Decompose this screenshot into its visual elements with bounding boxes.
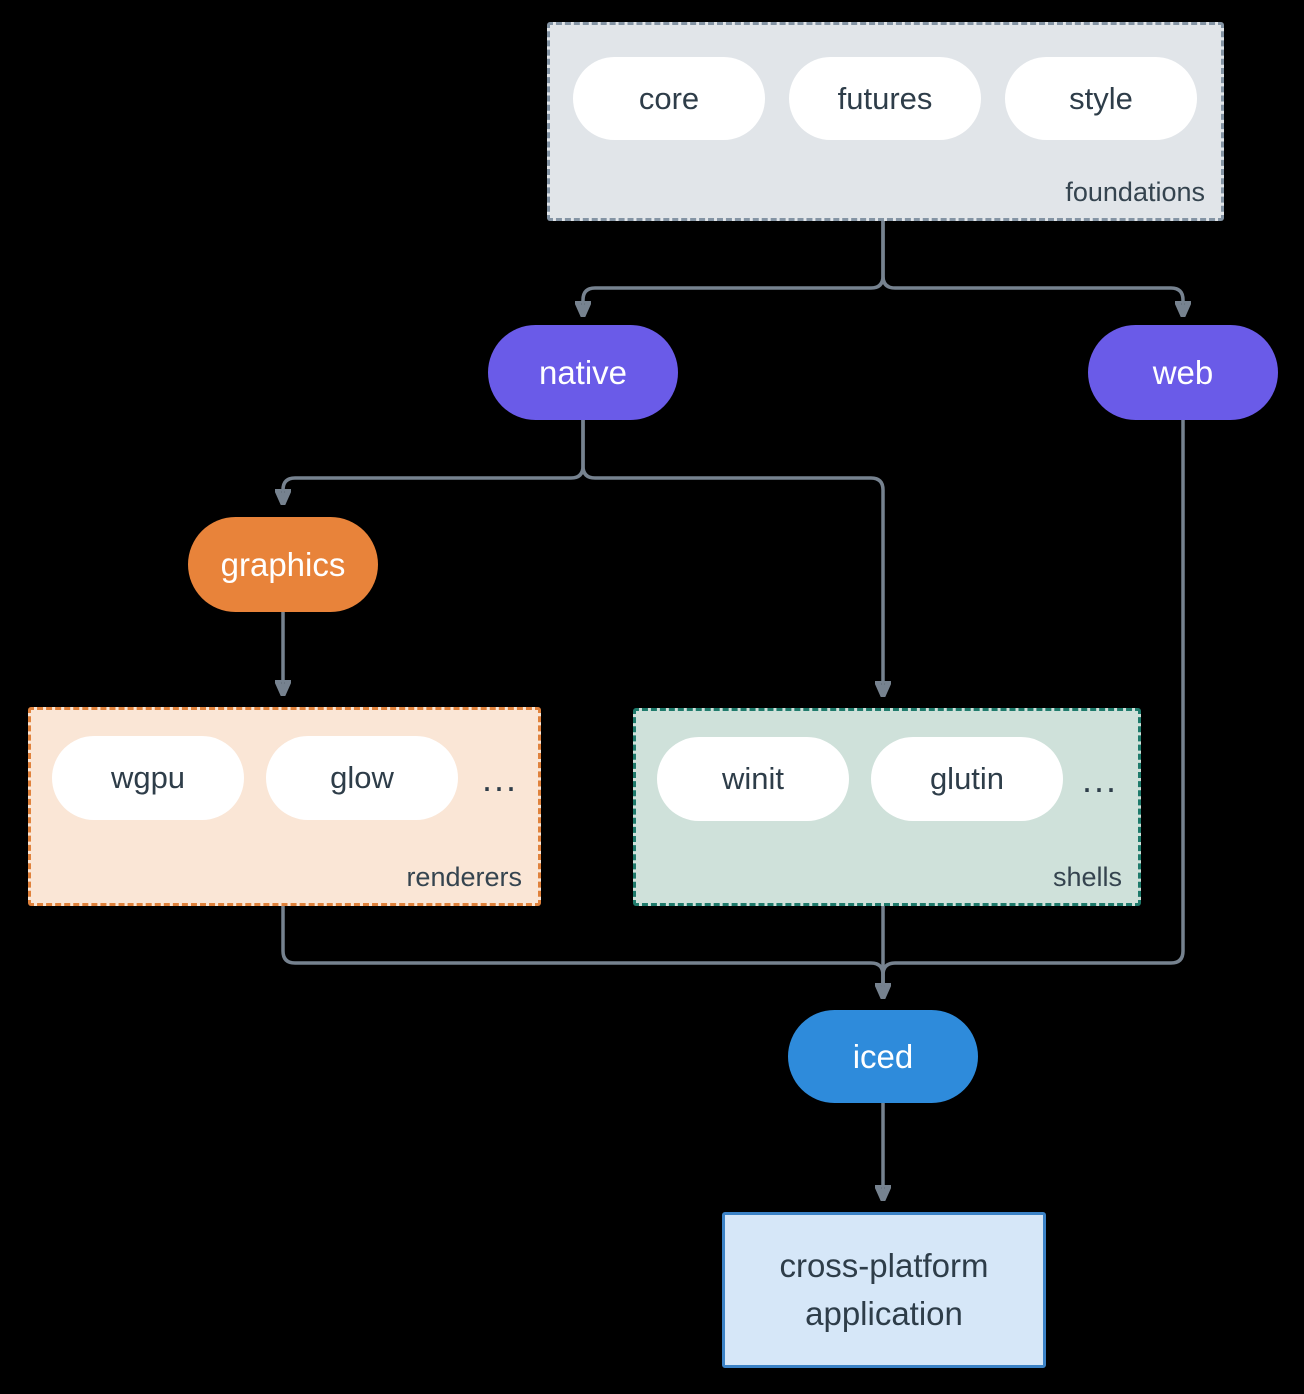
edge-native-shells [581, 420, 883, 692]
group-foundations: core futures style foundations [547, 22, 1224, 221]
renderers-label: renderers [406, 862, 522, 892]
pill-glow: glow [266, 736, 458, 820]
group-shells: winit glutin ... shells [633, 708, 1141, 906]
shells-ellipsis: ... [1081, 759, 1118, 800]
node-native: native [488, 325, 678, 420]
renderers-pill-row: wgpu glow [52, 736, 458, 820]
node-iced: iced [788, 1010, 978, 1103]
edge-foundations-native [583, 215, 885, 312]
pill-core: core [573, 57, 765, 140]
node-web: web [1088, 325, 1278, 420]
node-cross-platform-application: cross-platform application [722, 1212, 1046, 1368]
pill-futures: futures [789, 57, 981, 140]
node-graphics: graphics [188, 517, 378, 612]
foundations-label: foundations [1065, 177, 1205, 207]
edge-native-graphics [283, 420, 585, 500]
pill-style: style [1005, 57, 1197, 140]
group-renderers: wgpu glow ... renderers [28, 707, 541, 906]
shells-label: shells [1052, 862, 1122, 892]
pill-winit: winit [657, 737, 849, 821]
shells-pill-row: winit glutin [657, 737, 1063, 821]
pill-glutin: glutin [871, 737, 1063, 821]
pill-wgpu: wgpu [52, 736, 244, 820]
renderers-ellipsis: ... [481, 758, 518, 799]
edge-renderers-iced [281, 900, 885, 995]
foundations-pill-row: core futures style [573, 57, 1197, 140]
edge-foundations-web [881, 215, 1183, 312]
